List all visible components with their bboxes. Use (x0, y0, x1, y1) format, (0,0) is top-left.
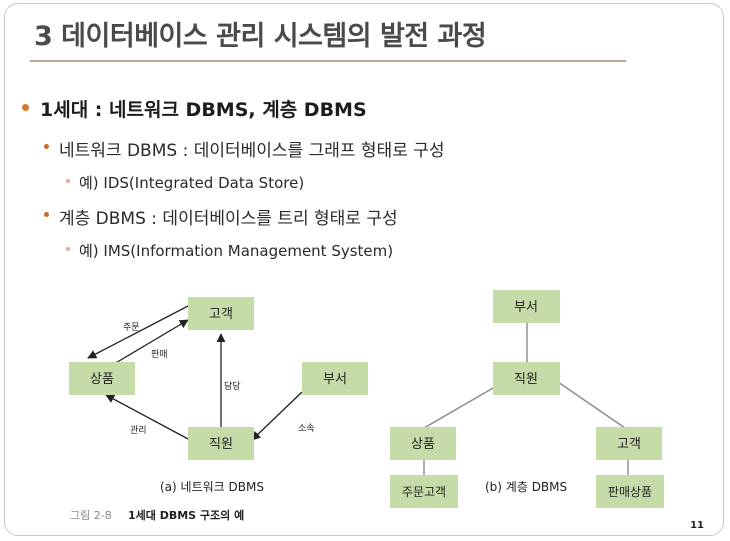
title-underline (30, 60, 626, 62)
hierarchy-edges (423, 322, 629, 475)
hierarchy-node-product: 상품 (390, 427, 456, 460)
edge-manage-arrow (105, 394, 191, 441)
edge-label-belong: 소속 (298, 423, 315, 434)
hierarchy-node-employee: 직원 (493, 362, 560, 395)
tree-edge-employee-product (423, 383, 501, 429)
bullet-text: 예) IMS(Information Management System) (79, 242, 394, 260)
network-edges (87, 305, 303, 441)
node-label: 고객 (617, 437, 641, 452)
page-number: 11 (690, 520, 704, 531)
bullet-dot-icon (44, 144, 49, 149)
bullet-text: 예) IDS(Integrated Data Store) (79, 174, 305, 192)
edge-sale-arrow (113, 319, 189, 365)
edge-order-arrow (87, 305, 189, 359)
node-label: 상품 (90, 372, 114, 387)
node-label: 직원 (209, 437, 233, 452)
slide-title: 3 데이터베이스 관리 시스템의 발전 과정 (34, 21, 487, 52)
network-node-employee: 직원 (188, 427, 254, 460)
caption-hierarchy: (b) 계층 DBMS (485, 480, 567, 494)
tree-edge-employee-customer (557, 381, 626, 429)
node-label: 상품 (411, 437, 435, 452)
edge-label-order: 주문 (123, 322, 140, 333)
bullet-level1-generation: 1세대 : 네트워크 DBMS, 계층 DBMS (22, 95, 367, 122)
slide-frame (4, 3, 724, 536)
hierarchy-node-sale-product: 판매상품 (596, 475, 664, 508)
edge-belong-arrow (251, 391, 303, 441)
bullet-text: 1세대 : 네트워크 DBMS, 계층 DBMS (40, 99, 367, 121)
figure-caption-number: 그림 2-8 (70, 509, 112, 522)
bullet-level3-network-example: 예) IDS(Integrated Data Store) (66, 172, 304, 193)
bullet-dot-icon (66, 247, 70, 251)
node-label: 직원 (514, 372, 538, 387)
hierarchy-node-dept: 부서 (493, 290, 560, 323)
node-label: 주문고객 (402, 485, 446, 499)
edge-label-charge: 담당 (224, 380, 241, 392)
bullet-level2-network: 네트워크 DBMS : 데이터베이스를 그래프 형태로 구성 (44, 136, 445, 161)
bullet-level3-hierarchy-example: 예) IMS(Information Management System) (66, 240, 393, 261)
figure-caption-text: 1세대 DBMS 구조의 예 (128, 508, 244, 522)
bullet-level2-hierarchy: 계층 DBMS : 데이터베이스를 트리 형태로 구성 (44, 204, 398, 229)
hierarchy-node-customer: 고객 (596, 427, 662, 460)
bullet-text: 네트워크 DBMS : 데이터베이스를 그래프 형태로 구성 (59, 141, 445, 161)
node-label: 부서 (323, 372, 347, 387)
bullet-dot-icon (66, 179, 70, 183)
bullet-dot-icon (22, 104, 29, 111)
bullet-text: 계층 DBMS : 데이터베이스를 트리 형태로 구성 (59, 209, 398, 229)
bullet-dot-icon (44, 212, 49, 217)
network-node-dept: 부서 (302, 362, 368, 395)
edge-label-sale: 판매 (151, 349, 168, 360)
edge-label-manage: 관리 (130, 425, 147, 436)
network-node-customer: 고객 (188, 297, 254, 330)
node-label: 판매상품 (608, 485, 652, 499)
network-node-product: 상품 (69, 362, 135, 395)
node-label: 고객 (209, 307, 233, 322)
node-label: 부서 (514, 300, 538, 315)
hierarchy-node-order-customer: 주문고객 (390, 475, 458, 508)
caption-network: (a) 네트워크 DBMS (160, 480, 264, 494)
